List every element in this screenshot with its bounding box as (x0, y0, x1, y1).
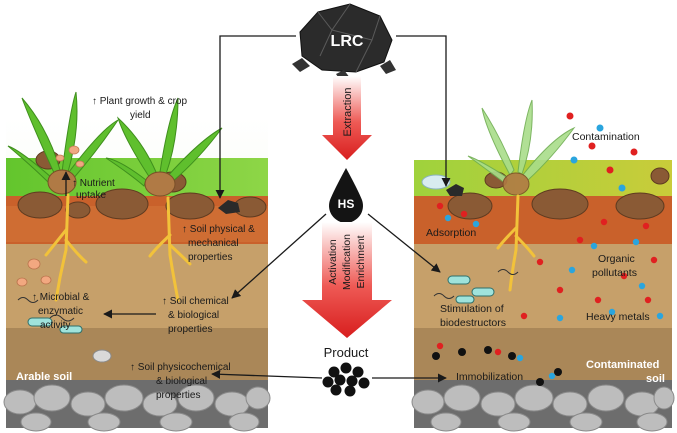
left-subsoil-layer (6, 328, 268, 388)
physicochemical-label-3: properties (156, 390, 200, 401)
left-microbes (17, 297, 83, 334)
activation-label: Activation (327, 239, 339, 285)
heavy-metals-label: Heavy metals (586, 311, 650, 323)
left-roots (44, 193, 192, 302)
soil-chemical-label-3: properties (168, 324, 212, 335)
contamination-label: Contamination (572, 131, 640, 143)
hs-to-left-arrow (231, 213, 327, 299)
lrc-to-right-arrow (396, 35, 451, 187)
soil-chemical-label: ↑ Soil chemical (162, 296, 229, 307)
soil-chemical-label-2: & biological (168, 310, 219, 321)
nutrient-uptake-label: ↑ Nutrient (72, 178, 115, 189)
product-granules-icon (322, 362, 370, 397)
lrc-piece-left (218, 200, 240, 214)
right-plant (467, 99, 576, 196)
modification-label: Modification (341, 234, 353, 290)
contaminated-soil-panel (411, 99, 675, 432)
right-stones (411, 384, 675, 432)
arable-soil-panel (3, 91, 271, 432)
processing-arrow (302, 222, 392, 338)
contaminated-soil-label-2: soil (646, 373, 665, 385)
lrc-piece-right (446, 184, 464, 196)
extraction-label: Extraction (342, 88, 354, 137)
microbial-label-3: activity (40, 320, 71, 331)
microbial-label-2: enzymatic (38, 306, 83, 317)
soil-physical-label-3: properties (188, 252, 232, 263)
extraction-arrow (322, 76, 372, 160)
microbial-label: ↑ Microbial & (32, 292, 90, 303)
arable-soil-label: Arable soil (16, 371, 72, 383)
left-stones (3, 384, 271, 432)
lrc-to-left-arrow (215, 35, 296, 199)
stimulation-label: Stimulation of (440, 303, 504, 315)
hs-to-right-arrow (367, 213, 441, 273)
soil-physical-label-2: mechanical (188, 238, 239, 249)
left-plants (7, 91, 223, 197)
product-to-left-arrow (211, 369, 323, 379)
product-label: Product (324, 345, 369, 360)
physicochemical-label-2: & biological (156, 376, 207, 387)
hs-drop-icon (328, 168, 363, 223)
plant-growth-label-2: yield (130, 110, 151, 121)
stimulation-label-2: biodestructors (440, 317, 506, 329)
adsorption-label: Adsorption (426, 227, 476, 239)
physicochemical-label: ↑ Soil physicochemical (130, 362, 231, 373)
right-surface-rocks (447, 167, 670, 220)
enrichment-label: Enrichment (355, 235, 367, 288)
pollutant-particles (432, 112, 664, 386)
right-subsoil-layer (414, 328, 672, 388)
left-organic-particles (16, 258, 52, 287)
organic-pollutants-label-2: pollutants (592, 267, 637, 279)
connector-arrows (211, 35, 451, 383)
plant-growth-label: ↑ Plant growth & crop (92, 96, 187, 107)
right-roots (496, 194, 536, 292)
right-microbes (433, 269, 519, 304)
nutrient-uptake-label-2: uptake (76, 190, 106, 201)
hs-label: HS (338, 197, 355, 211)
right-midsoil-layer (414, 244, 672, 328)
soil-physical-label: ↑ Soil physical & (182, 224, 255, 235)
contaminated-soil-label: Contaminated (586, 359, 659, 371)
organic-pollutants-label: Organic (598, 253, 635, 265)
immobilization-label: Immobilization (456, 371, 523, 383)
lrc-label: LRC (331, 33, 364, 50)
